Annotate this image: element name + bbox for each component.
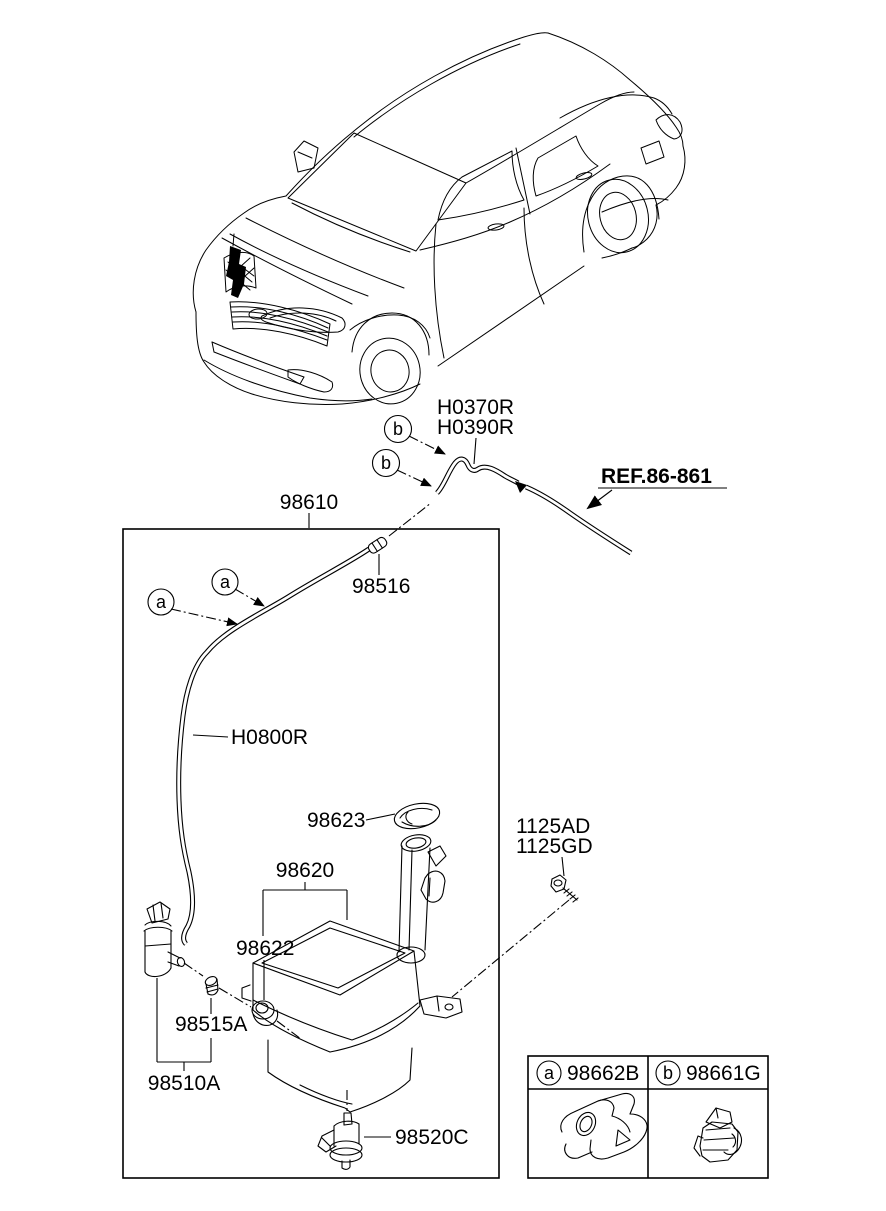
assembly-lines: [183, 502, 570, 1111]
callout-b-letter-1: b: [393, 419, 403, 439]
label-ref-note: REF.86-861: [601, 465, 712, 488]
label-screw-1: 1125AD: [516, 815, 590, 838]
hose-connector-98516-part: [367, 536, 388, 554]
label-pump-seal: 98622: [236, 937, 294, 960]
highlighted-part-location: [226, 246, 246, 298]
hose-joint-arrowhead: [515, 481, 527, 493]
clip-98662B-icon: [560, 1092, 648, 1160]
legend-callout-a-letter: a: [544, 1063, 555, 1083]
vehicle-illustration: [192, 32, 686, 405]
legend-table: [527, 1055, 769, 1179]
legend-part-a: 98662B: [567, 1062, 639, 1085]
label-engine-hose-2: H0390R: [437, 416, 514, 439]
pump-seal-part: [251, 1000, 279, 1026]
washer-pump-part: [143, 901, 186, 977]
legend-callout-b-circle: [655, 1060, 681, 1086]
text-labels: H0370R H0390R REF.86-861 98610 98516 H08…: [148, 396, 761, 1149]
label-reservoir: 98620: [276, 859, 334, 882]
label-washer-pump: 98510A: [148, 1072, 220, 1095]
leader-lines: [156, 437, 727, 1138]
label-screw-2: 1125GD: [516, 835, 593, 858]
callout-a-circle-1: [211, 568, 239, 596]
washer-hose-h0800r: [176, 546, 371, 946]
label-engine-hose-1: H0370R: [437, 396, 514, 419]
reservoir-tank-part: [241, 920, 463, 1113]
callout-a-letter-1: a: [220, 572, 231, 592]
label-reservoir-cap: 98623: [307, 809, 365, 832]
label-washer-assy: 98610: [280, 491, 338, 514]
callouts: [147, 414, 446, 627]
mounting-screw-part: [550, 874, 579, 903]
callout-b-circle-2: [371, 448, 401, 478]
pump-grommet-part: [204, 976, 219, 996]
callout-b-circle-1: [383, 414, 413, 444]
parts-box-frame: [122, 528, 500, 1179]
callout-a-letter-2: a: [156, 592, 167, 612]
legend-callout-b-letter: b: [663, 1063, 673, 1083]
level-sensor-part: [317, 1112, 363, 1170]
engine-room-hose-h0370r: [435, 456, 520, 495]
legend-part-b: 98661G: [686, 1062, 761, 1085]
label-washer-hose: H0800R: [231, 726, 308, 749]
label-level-sensor: 98520C: [395, 1126, 469, 1149]
callout-a-circle-2: [147, 588, 175, 616]
label-hose-connector: 98516: [352, 575, 410, 598]
clip-98661G-icon: [693, 1107, 743, 1163]
ref-hose: [515, 481, 633, 556]
reservoir-cap-part: [393, 802, 441, 830]
label-pump-grommet: 98515A: [175, 1013, 247, 1036]
callout-b-letter-2: b: [381, 453, 391, 473]
legend-callout-a-circle: [536, 1060, 562, 1086]
filler-neck-part: [396, 834, 447, 964]
